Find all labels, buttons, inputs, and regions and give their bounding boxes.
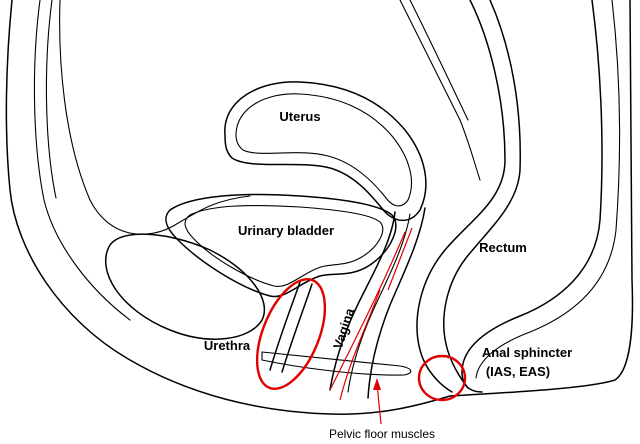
anal-sphincter-sublabel: (IAS, EAS) [486,364,550,379]
anal-sphincter-label: Anal sphincter [482,345,572,360]
rectum [417,0,619,392]
pelvic-floor-label: Pelvic floor muscles [329,427,435,441]
uterus [225,82,426,221]
uterus-label: Uterus [279,109,320,124]
anal-sphincter-highlight-ellipse [419,356,465,400]
urethra-label: Urethra [204,338,251,353]
peritoneum [60,0,480,234]
urinary-bladder-label: Urinary bladder [238,223,334,238]
urethra [270,282,312,372]
pubic-bone [106,234,265,339]
vagina [330,208,425,398]
rectum-label: Rectum [479,240,527,255]
pelvic-floor-arrow [373,378,381,424]
